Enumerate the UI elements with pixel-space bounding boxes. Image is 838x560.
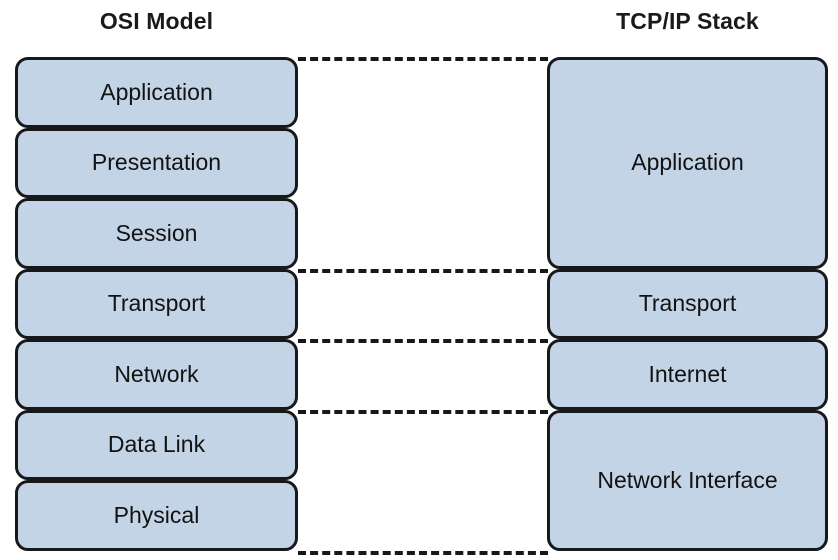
osi-layer-label: Physical xyxy=(113,502,200,529)
osi-layer-label: Data Link xyxy=(107,431,206,458)
osi-layer-transport[interactable]: Transport xyxy=(15,268,298,340)
tcpip-layer-network-interface[interactable]: Network Interface xyxy=(547,409,828,551)
osi-layer-data-link[interactable]: Data Link xyxy=(15,409,298,481)
osi-layer-session[interactable]: Session xyxy=(15,198,298,269)
osi-layer-label: Transport xyxy=(107,290,206,317)
tcpip-column-title: TCP/IP Stack xyxy=(616,8,759,34)
connector-session-transport-boundary xyxy=(298,268,548,273)
osi-layer-label: Application xyxy=(100,78,213,105)
osi-layer-label: Session xyxy=(115,219,198,246)
osi-layer-application[interactable]: Application xyxy=(15,57,298,128)
tcpip-layer-label: Network Interface xyxy=(597,466,778,493)
tcpip-layer-transport[interactable]: Transport xyxy=(547,268,828,340)
osi-layer-physical[interactable]: Physical xyxy=(15,480,298,551)
tcpip-layer-label: Transport xyxy=(638,290,737,317)
connector-top-boundary xyxy=(298,57,548,61)
connector-bottom-boundary xyxy=(298,551,548,555)
connector-transport-network-boundary xyxy=(298,339,548,344)
tcpip-layer-label: Internet xyxy=(648,360,727,387)
connector-network-datalink-boundary xyxy=(298,409,548,414)
tcpip-layer-label: Application xyxy=(631,149,744,176)
tcpip-layer-application[interactable]: Application xyxy=(547,57,828,269)
osi-layer-presentation[interactable]: Presentation xyxy=(15,127,298,199)
tcpip-layer-internet[interactable]: Internet xyxy=(547,339,828,410)
osi-layer-label: Presentation xyxy=(91,149,222,176)
osi-column-title: OSI Model xyxy=(99,8,214,34)
osi-layer-network[interactable]: Network xyxy=(15,339,298,410)
osi-layer-label: Network xyxy=(114,360,199,387)
